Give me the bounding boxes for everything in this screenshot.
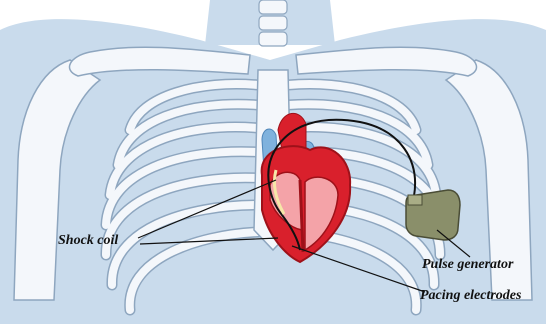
spine	[259, 0, 287, 46]
pacing-electrodes-label: Pacing electrodes	[420, 288, 521, 304]
pulse-generator-label: Pulse generator	[422, 257, 513, 273]
shock-coil-label: Shock coil	[58, 233, 118, 249]
pulse-generator-device	[406, 190, 460, 240]
